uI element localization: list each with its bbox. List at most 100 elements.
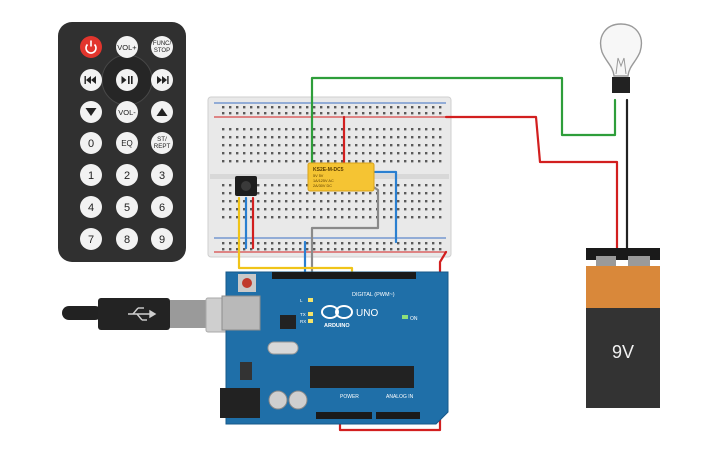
remote-eq-button[interactable]: EQ [116,132,138,154]
breadboard-hole [250,112,253,115]
breadboard-hole [376,144,379,147]
vol-down-label: VOL- [118,108,136,117]
breadboard-hole [313,192,316,195]
remote-up-button[interactable] [151,101,173,123]
wire-yellow-sensor-to-pin [237,196,354,274]
breadboard-hole [292,160,295,163]
breadboard-hole [229,152,232,155]
breadboard-hole [250,144,253,147]
breadboard-hole [257,248,260,251]
breadboard-hole [411,152,414,155]
reset-button[interactable] [242,278,252,288]
breadboard-hole [341,106,344,109]
breadboard-hole [306,248,309,251]
breadboard-hole [376,242,379,245]
remote-vol-down-button[interactable]: VOL- [116,101,138,123]
breadboard-hole [320,106,323,109]
l-led-label: L [300,298,303,303]
voltage-regulator [240,362,252,380]
remote-one-button[interactable]: 1 [80,164,102,186]
breadboard-hole [439,136,442,139]
breadboard-hole [229,248,232,251]
breadboard-hole [362,112,365,115]
breadboard-hole [299,128,302,131]
tx-led [308,312,313,316]
breadboard-hole [383,112,386,115]
breadboard-hole [229,144,232,147]
breadboard-hole [264,106,267,109]
breadboard-hole [390,200,393,203]
breadboard-hole [362,248,365,251]
remote-st-rept-button[interactable]: ST/ REPT [151,132,173,154]
tx-led-label: TX [300,312,306,317]
remote-four-button[interactable]: 4 [80,196,102,218]
on-label: ON [410,316,418,322]
breadboard-hole [271,106,274,109]
breadboard-hole [341,152,344,155]
remote-zero-button[interactable]: 0 [80,132,102,154]
breadboard-hole [306,208,309,211]
breadboard-hole [264,208,267,211]
remote-five-button[interactable]: 5 [116,196,138,218]
breadboard-hole [271,184,274,187]
remote-six-button[interactable]: 6 [151,196,173,218]
breadboard-hole [229,184,232,187]
breadboard-hole [264,200,267,203]
breadboard-hole [348,208,351,211]
remote-down-button[interactable] [80,101,102,123]
breadboard-hole [334,192,337,195]
breadboard-hole [369,208,372,211]
breadboard-hole [418,208,421,211]
five-label: 5 [124,202,130,214]
breadboard-hole [264,144,267,147]
remote-eight-button[interactable]: 8 [116,228,138,250]
breadboard-hole [236,160,239,163]
breadboard-hole [348,144,351,147]
breadboard-hole [257,144,260,147]
breadboard-hole [439,192,442,195]
breadboard-hole [397,112,400,115]
breadboard-hole [418,160,421,163]
remote-next-button[interactable] [151,69,173,91]
remote-func-stop-button[interactable]: FUNC/ STOP [151,36,173,58]
remote-seven-button[interactable]: 7 [80,228,102,250]
breadboard-hole [313,136,316,139]
breadboard-hole [264,160,267,163]
breadboard-hole [236,216,239,219]
breadboard-hole [390,106,393,109]
remote-power-button[interactable] [80,36,102,58]
digital-label: DIGITAL (PWM~) [352,292,395,298]
breadboard-hole [306,128,309,131]
breadboard-hole [306,160,309,163]
breadboard-hole [404,128,407,131]
breadboard-hole [355,106,358,109]
breadboard-hole [292,136,295,139]
breadboard-hole [250,242,253,245]
breadboard-hole [257,152,260,155]
breadboard-hole [418,128,421,131]
breadboard-hole [376,112,379,115]
breadboard-hole [327,112,330,115]
breadboard-hole [418,242,421,245]
breadboard-hole [404,184,407,187]
breadboard-hole [383,152,386,155]
breadboard-hole [313,242,316,245]
breadboard-hole [250,216,253,219]
remote-play-pause-button[interactable] [116,69,138,91]
remote-nine-button[interactable]: 9 [151,228,173,250]
breadboard-hole [439,128,442,131]
breadboard-hole [285,144,288,147]
remote-two-button[interactable]: 2 [116,164,138,186]
breadboard-hole [313,152,316,155]
remote-three-button[interactable]: 3 [151,164,173,186]
three-label: 3 [159,170,165,182]
remote-prev-button[interactable] [80,69,102,91]
breadboard-hole [432,208,435,211]
breadboard-hole [285,208,288,211]
breadboard-hole [299,208,302,211]
breadboard-hole [257,242,260,245]
breadboard-hole [404,160,407,163]
remote-vol-up-button[interactable]: VOL+ [116,36,138,58]
breadboard-hole [320,208,323,211]
